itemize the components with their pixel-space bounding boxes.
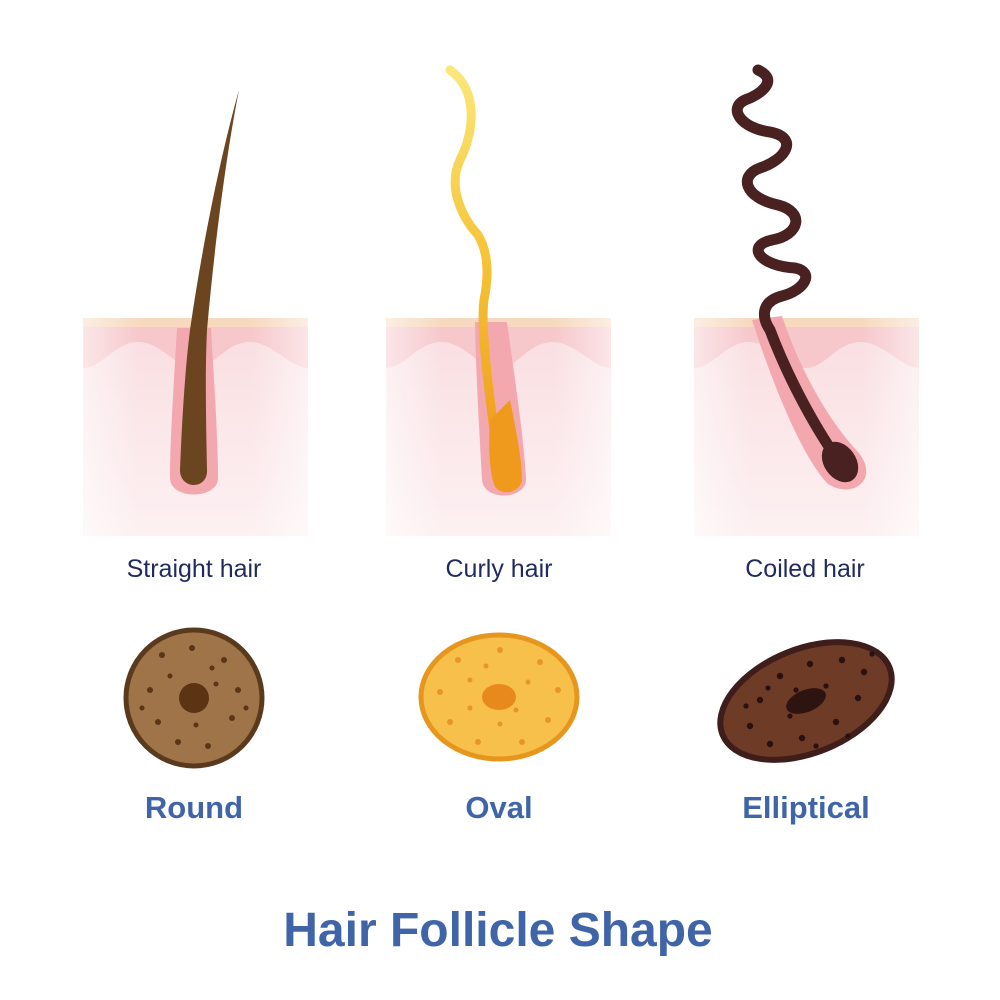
shape-label-elliptical: Elliptical xyxy=(742,790,869,825)
cross-section-elliptical xyxy=(717,639,895,763)
shape-label-oval: Oval xyxy=(465,790,532,825)
pigment-dots-round xyxy=(139,645,249,749)
hair-strand-coiled xyxy=(731,64,844,466)
panel-curly xyxy=(386,65,611,536)
hair-type-label-coiled: Coiled hair xyxy=(745,555,865,583)
shape-label-round: Round xyxy=(145,790,243,825)
hair-bulb-coiled xyxy=(821,441,859,483)
cross-section-oval xyxy=(418,632,580,762)
panel-coiled xyxy=(694,64,919,536)
medulla-elliptical xyxy=(786,688,826,714)
hair-type-label-straight: Straight hair xyxy=(127,555,262,583)
panel-straight xyxy=(83,90,308,536)
hair-strand-curly xyxy=(445,65,503,465)
medulla-round xyxy=(179,683,209,713)
medulla-oval xyxy=(482,684,516,710)
pigment-dots-elliptical xyxy=(743,651,875,749)
cross-section-round xyxy=(123,627,265,769)
hair-strand-straight xyxy=(180,90,239,485)
page-title: Hair Follicle Shape xyxy=(283,904,712,957)
hair-bulb-curly xyxy=(489,400,522,493)
hair-type-label-curly: Curly hair xyxy=(446,555,553,583)
pigment-dots-oval xyxy=(437,647,561,745)
